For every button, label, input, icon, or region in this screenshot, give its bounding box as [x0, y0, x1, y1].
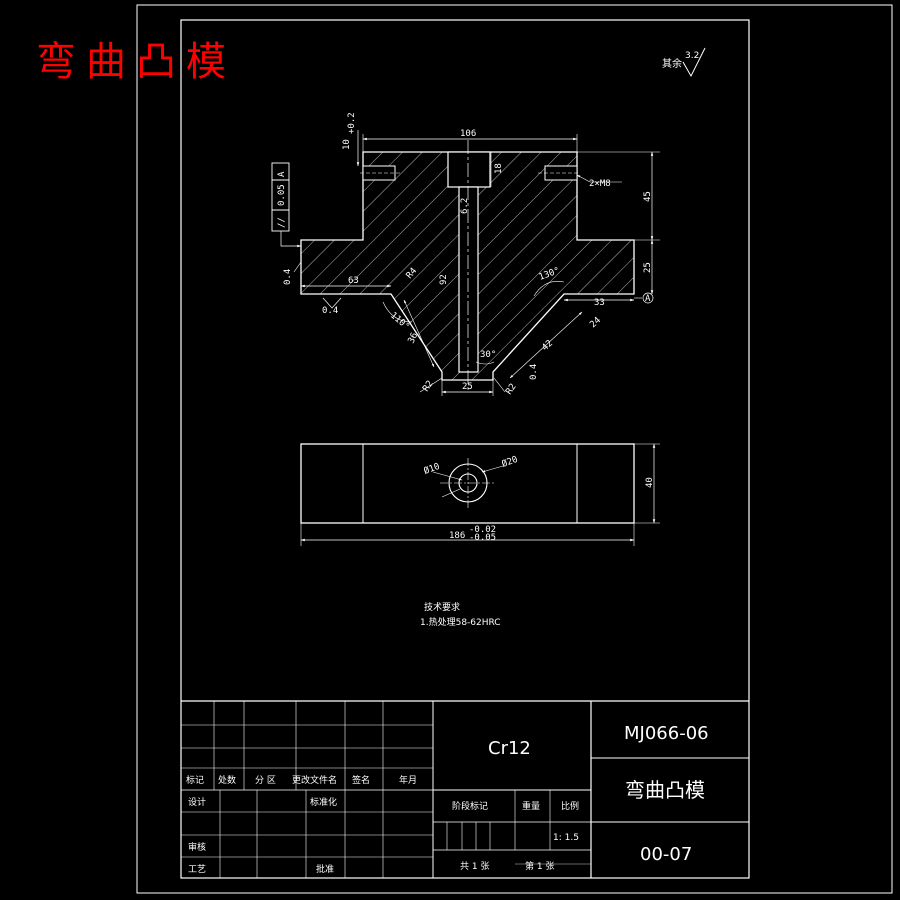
rev-header-3: 更改文件名 [292, 774, 337, 786]
part-name: 弯曲凸模 [625, 778, 705, 802]
weight-label: 重量 [522, 800, 540, 812]
leader-d10-out [441, 488, 461, 498]
dim-24: 24 [588, 316, 603, 331]
roughness-04-bottom [322, 297, 342, 309]
outer-frame [136, 4, 893, 894]
roughness-symbol [682, 47, 706, 78]
rev-header-0: 标记 [186, 774, 204, 786]
design-label: 设计 [188, 796, 206, 808]
page-title: 弯曲凸模 [36, 39, 236, 85]
rev-header-2: 分 区 [255, 775, 276, 786]
dim-40: 40 [645, 477, 655, 488]
thread-hole-right [544, 165, 578, 181]
dim-10-tol: +0.2 [347, 112, 357, 134]
counterbore [447, 151, 491, 188]
sheet-index: 第 1 张 [525, 860, 554, 872]
review-label: 审核 [188, 841, 206, 853]
datum-marker [642, 292, 654, 304]
notes-heading: 技术要求 [424, 601, 460, 613]
tol-value: 0.05 [277, 184, 287, 206]
dim-63: 63 [348, 276, 359, 286]
tol-symbol: // [277, 217, 287, 228]
rev-header-1: 处数 [218, 774, 236, 786]
stage-label: 阶段标记 [452, 800, 488, 812]
sheet-code: 00-07 [640, 844, 692, 865]
dim-d10: Ø10 [422, 461, 441, 477]
dim-6-2: 6.2 [460, 198, 470, 214]
front-view: 106 10 +0.2 18 6.2 2×M8 45 25 A 33 63 92 [271, 112, 660, 397]
leader-r2-right [493, 377, 506, 393]
rev-header-4: 签名 [352, 774, 370, 786]
top-view: Ø10 Ø20 186 -0.02 -0.05 40 [300, 443, 660, 546]
dim-92: 92 [439, 274, 449, 285]
scale-label: 比例 [561, 800, 579, 812]
dim-25-bottom: 25 [462, 382, 473, 392]
dim-r2-right: R2 [504, 382, 518, 397]
dim-186-tol-up: -0.02 [469, 525, 496, 535]
dim-04-right: 0.4 [529, 364, 539, 380]
dim-33: 33 [594, 298, 605, 308]
dim-42: 42 [540, 339, 555, 354]
leader-d20 [481, 465, 504, 473]
dim-04-left: 0.4 [283, 269, 293, 285]
dim-186: 186 [449, 531, 465, 541]
total-sheets: 共 1 张 [460, 861, 489, 872]
leader-2xm8 [576, 174, 591, 183]
arc-130 [533, 281, 565, 297]
dim-30: 30° [480, 350, 496, 360]
dim-45: 45 [643, 191, 653, 202]
leader-r2-left [419, 377, 443, 393]
dim-10: 10 [342, 139, 352, 150]
arc-30 [475, 361, 495, 365]
dim-line-36 [403, 299, 435, 368]
leader-04-left [293, 261, 302, 273]
leader-d10 [432, 471, 463, 481]
dim-36: 36 [407, 331, 421, 345]
dim-25-right: 25 [643, 262, 653, 273]
center-bore [458, 186, 479, 373]
top-view-body [300, 443, 635, 524]
roughness-value: 3.2 [685, 51, 699, 61]
drawing-number: MJ066-06 [624, 723, 709, 744]
datum-letter: A [645, 294, 651, 304]
rev-header-5: 年月 [399, 774, 417, 786]
title-block [181, 700, 749, 878]
inner-frame [180, 19, 750, 879]
material: Cr12 [488, 738, 531, 759]
dim-line-42 [509, 311, 583, 379]
dim-18: 18 [494, 163, 504, 174]
dim-186-tol-lo: -0.05 [469, 533, 496, 543]
roughness-label: 其余 [662, 57, 682, 70]
dim-04-bottom: 0.4 [322, 306, 338, 316]
notes-line1: 1.热处理58-62HRC [420, 616, 501, 628]
dim-d20: Ø20 [500, 454, 519, 470]
tolerance-frame: // 0.05 A [271, 162, 302, 248]
dim-106: 106 [460, 129, 476, 139]
approve-label: 批准 [316, 863, 334, 875]
standardize-label: 标准化 [310, 796, 337, 808]
process-label: 工艺 [188, 864, 206, 875]
tol-datum: A [277, 171, 287, 177]
scale-value: 1: 1.5 [553, 833, 579, 843]
dim-2xm8: 2×M8 [589, 179, 611, 189]
